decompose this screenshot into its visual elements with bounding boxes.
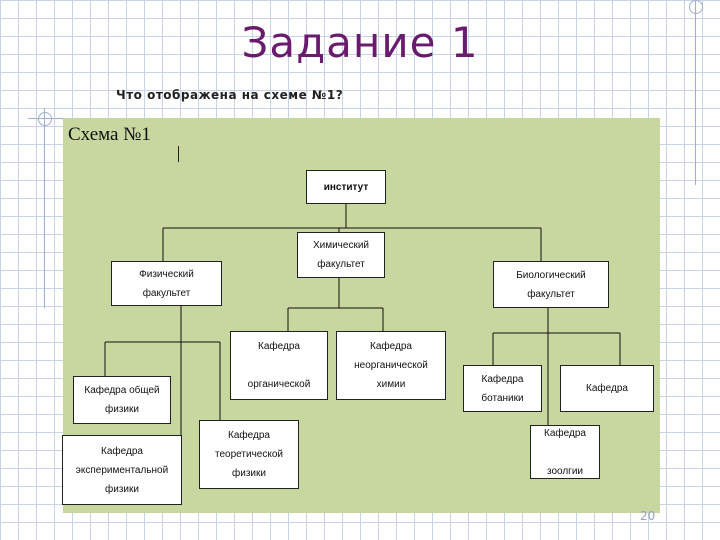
node-dept-general-physics: Кафедра общей физики (73, 376, 171, 424)
node-dept-organic: Кафедра органической (230, 331, 328, 400)
margin-ring-left (38, 112, 52, 126)
node-dept-experimental-physics: Кафедра экспериментальной физики (62, 435, 182, 505)
node-chem-faculty: Химический факультет (297, 232, 385, 278)
node-dept-inorganic: Кафедра неорганической химии (336, 331, 446, 400)
node-phys-faculty: Физический факультет (111, 261, 222, 306)
page-number: 20 (640, 509, 656, 523)
text-cursor (178, 146, 179, 162)
margin-line-left (44, 108, 45, 308)
node-dept-theoretical-physics: Кафедра теоретической физики (199, 420, 299, 489)
margin-line-right (695, 0, 696, 185)
slide-title: Задание 1 (241, 18, 479, 67)
diagram-caption: Схема №1 (68, 124, 151, 145)
connector-lines (104, 203, 621, 435)
node-bio-faculty: Биологический факультет (493, 261, 609, 308)
node-dept-unnamed: Кафедра (560, 365, 654, 412)
node-dept-botany: Кафедра ботаники (463, 365, 542, 412)
diagram-panel: Схема №1 институт Хим (62, 118, 660, 513)
question-text: Что отображена на схеме №1? (116, 88, 344, 102)
node-dept-zoology: Кафедра зоолгии (530, 425, 600, 479)
node-institute: институт (306, 170, 386, 204)
margin-ring-right (689, 0, 703, 14)
